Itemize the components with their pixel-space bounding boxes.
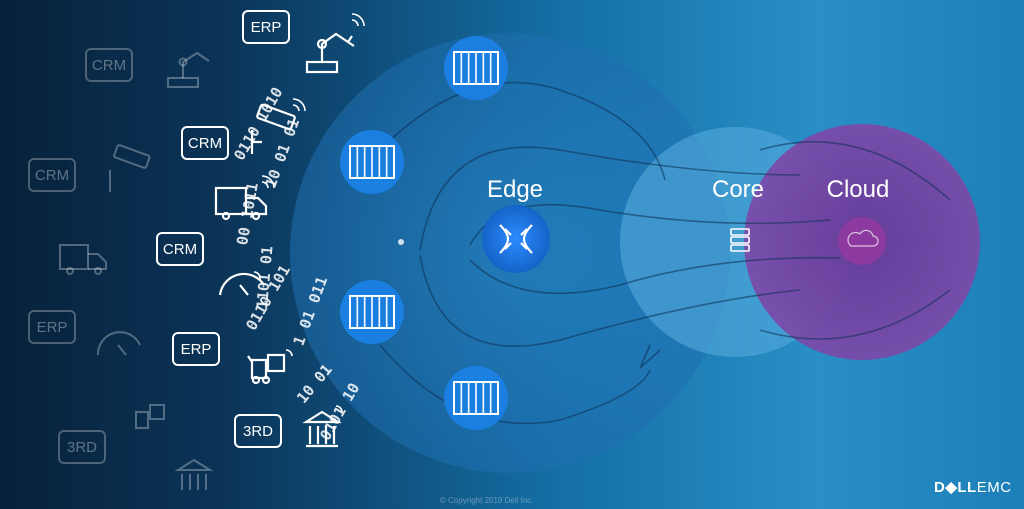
delivery-truck-icon: [214, 186, 268, 221]
sparkle: [398, 239, 404, 245]
gauge-icon: [218, 272, 265, 296]
robot-arm-icon-faint: [167, 51, 210, 88]
bank-icon-faint: [174, 458, 214, 490]
edge-label: Edge: [486, 176, 544, 203]
robot-arm-icon: [305, 32, 355, 74]
cloud-center-node: [838, 217, 886, 265]
server-stack-icon: [730, 228, 750, 252]
source-tag-crm: CRM: [156, 232, 204, 266]
server-rack-icon: [340, 130, 404, 194]
edge-nodes: [340, 36, 508, 430]
core-label: Core: [711, 176, 765, 203]
server-rack-icon: [340, 280, 404, 344]
cloud-icon: [847, 229, 879, 247]
copyright-text: © Copyright 2019 Dell Inc.: [440, 496, 534, 505]
cloud-label: Cloud: [826, 176, 890, 203]
brand-emc: EMC: [976, 479, 1012, 496]
wireless-signal-icons: [253, 13, 365, 413]
bank-icon: [302, 410, 342, 448]
source-tag-erp: ERP: [172, 332, 220, 366]
source-tag-3rd-faint: 3RD: [58, 430, 106, 464]
source-tag-erp: ERP: [242, 10, 290, 44]
security-camera-icon: [250, 103, 296, 154]
dell-emc-logo: D◆LLEMC: [934, 478, 1012, 496]
flow-arcs: [379, 81, 951, 425]
cloud-core-overlap: [620, 127, 850, 357]
source-tag-crm-faint: CRM: [85, 48, 133, 82]
gauge-icon-faint: [96, 331, 141, 356]
security-camera-icon-faint: [109, 144, 151, 192]
network-spread-icon: [499, 224, 533, 254]
source-tag-erp-faint: ERP: [28, 310, 76, 344]
source-tag-3rd: 3RD: [234, 414, 282, 448]
server-rack-icon: [444, 36, 508, 100]
source-tag-crm-faint: CRM: [28, 158, 76, 192]
forklift-icon-faint: [135, 404, 165, 429]
source-tag-crm: CRM: [181, 126, 229, 160]
delivery-truck-icon-faint: [59, 244, 107, 275]
brand-dell: D◆LL: [934, 479, 977, 496]
server-rack-icon: [444, 366, 508, 430]
forklift-icon: [247, 353, 286, 385]
edge-center-node: [482, 205, 550, 273]
